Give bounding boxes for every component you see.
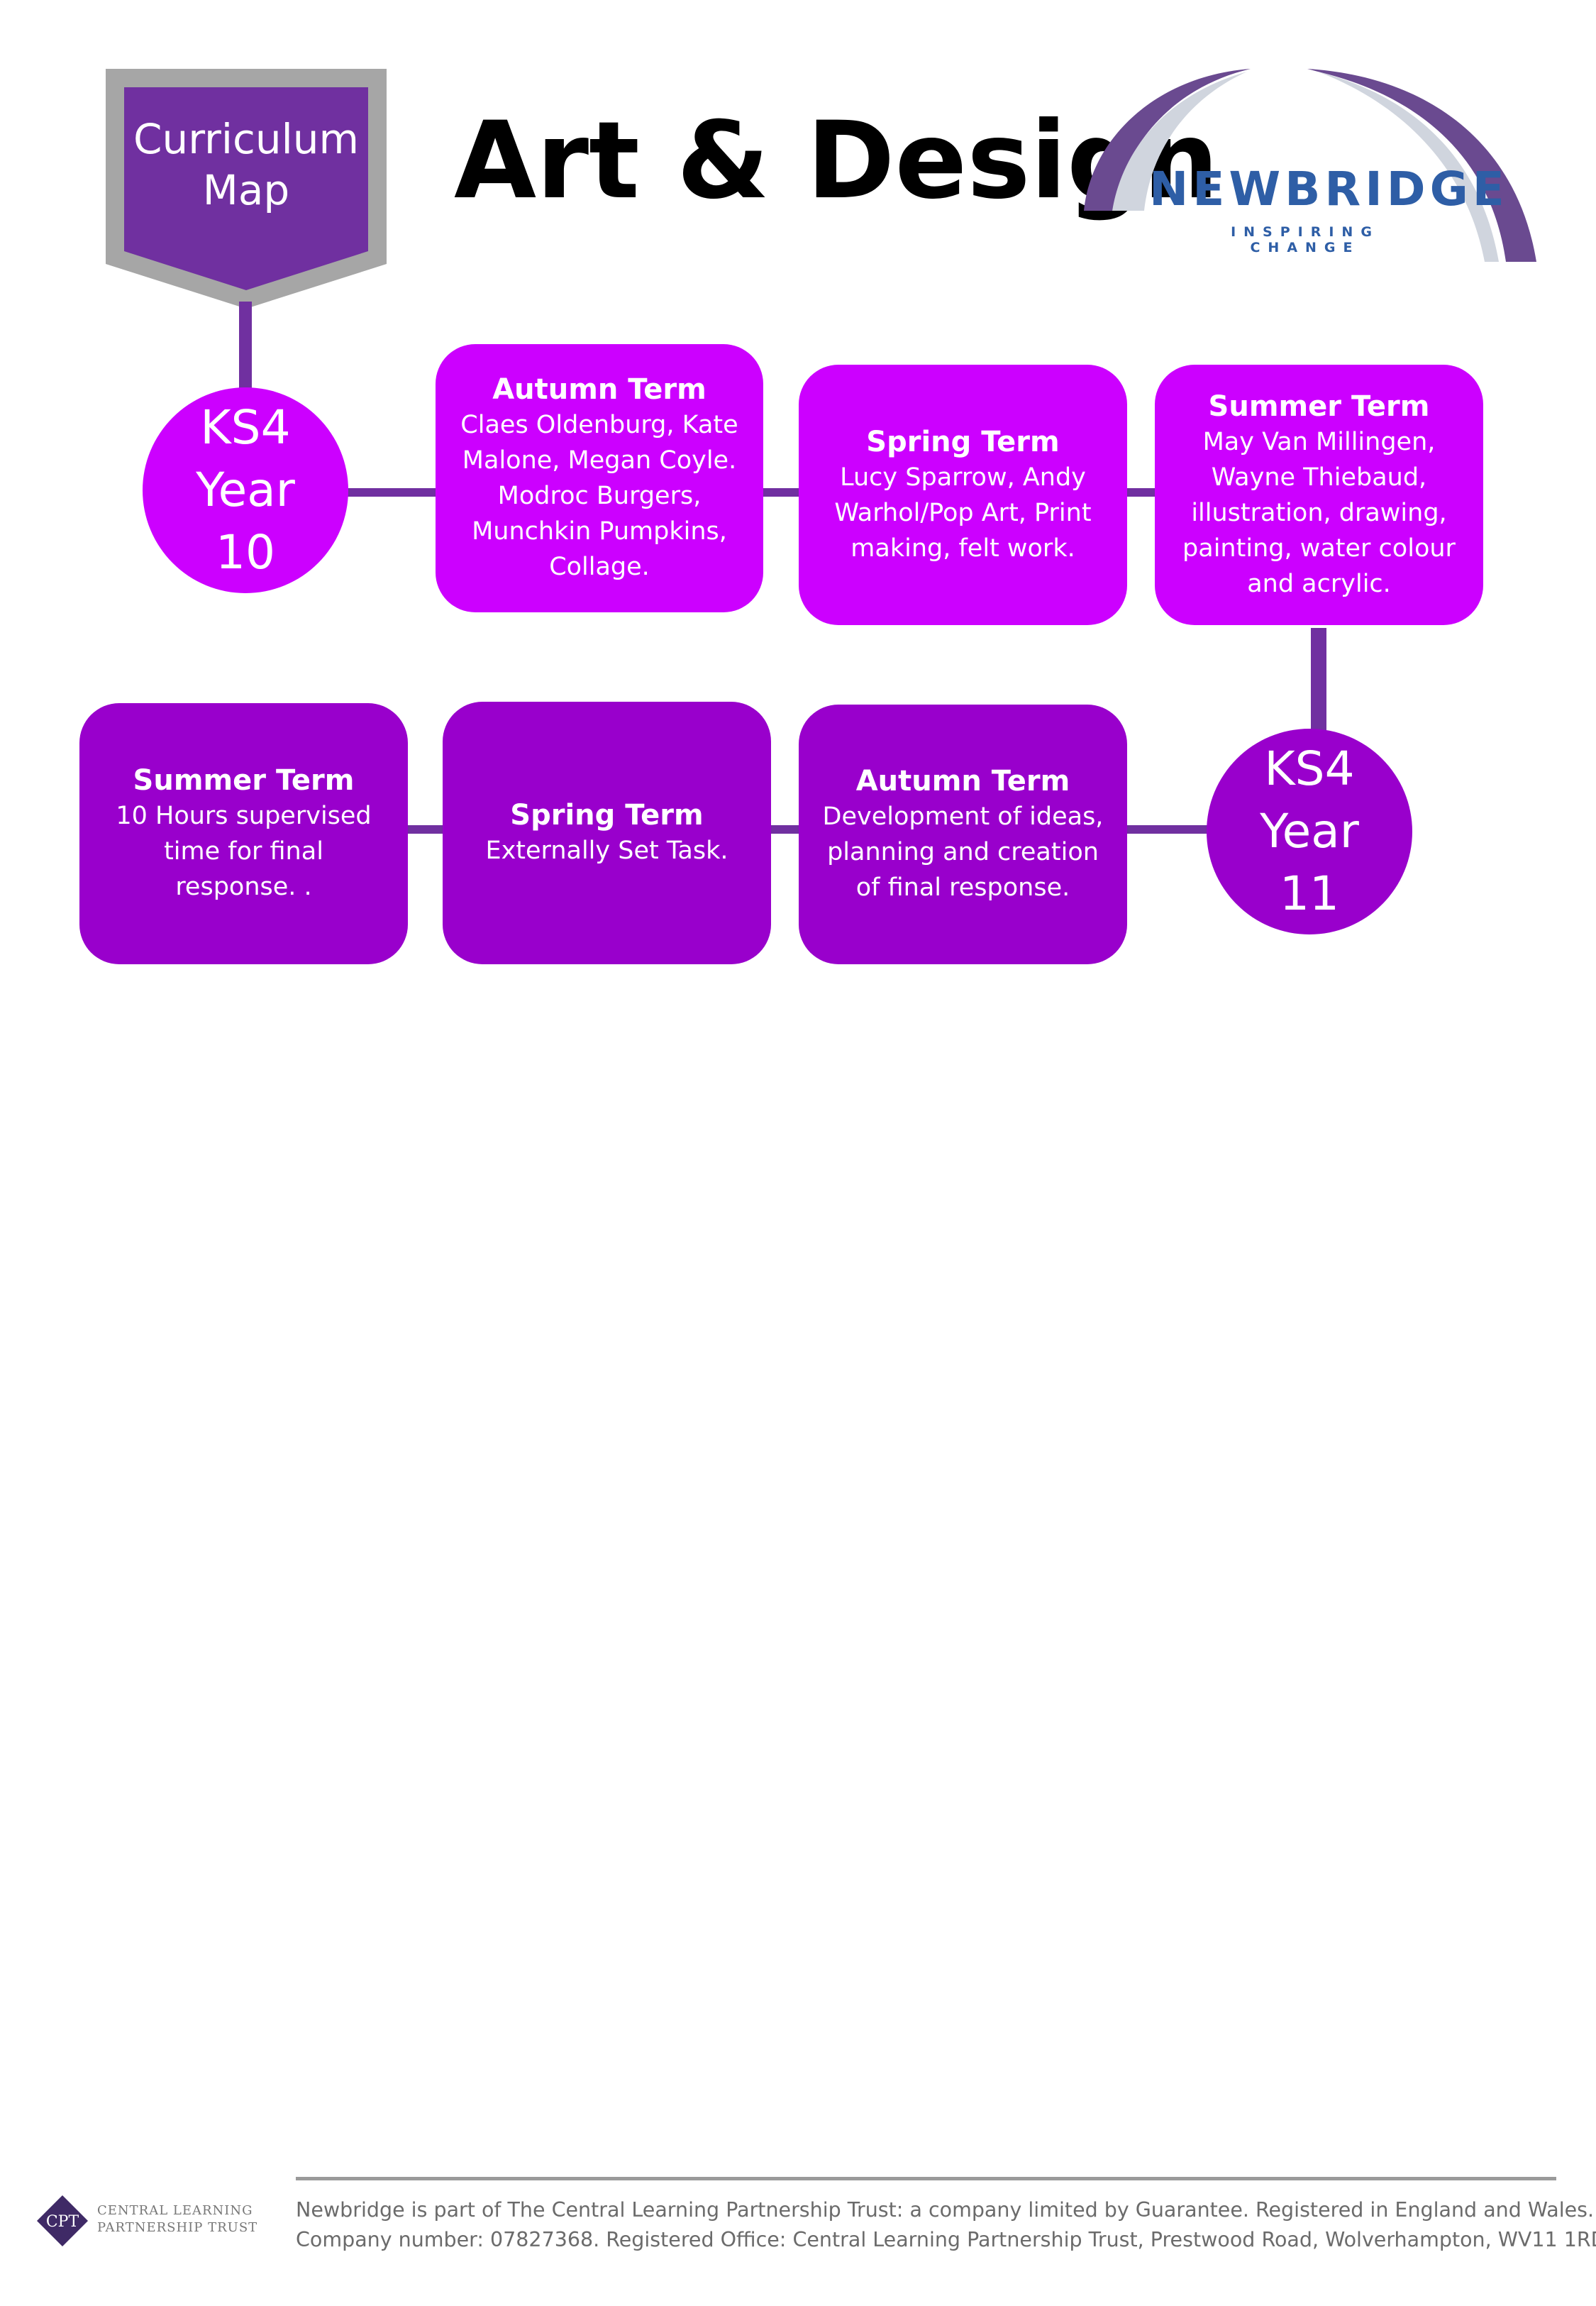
badge-connector xyxy=(239,302,252,394)
year10-spring-term: Spring Term Lucy Sparrow, Andy Warhol/Po… xyxy=(799,365,1127,625)
badge-label: Curriculum Map xyxy=(106,114,387,216)
term-body: 10 Hours supervised time for final respo… xyxy=(116,802,372,901)
curriculum-map-badge xyxy=(106,69,387,309)
year10-autumn-term: Autumn Term Claes Oldenburg, Kate Malone… xyxy=(436,344,763,612)
term-body: Claes Oldenburg, Kate Malone, Megan Coyl… xyxy=(460,411,738,581)
footer-line2: Company number: 07827368. Registered Off… xyxy=(296,2228,1596,2251)
badge-line1: Curriculum xyxy=(133,115,360,163)
svg-text:CPT: CPT xyxy=(46,2213,79,2231)
year11-circle: KS4 Year 11 xyxy=(1207,729,1412,934)
term-heading: Summer Term xyxy=(1208,390,1430,423)
term-heading: Autumn Term xyxy=(855,765,1070,798)
circle-ks: KS4 xyxy=(1264,741,1355,796)
term-body: Lucy Sparrow, Andy Warhol/Pop Art, Print… xyxy=(834,463,1092,563)
trust-logo-icon: CPT xyxy=(37,2195,88,2246)
year10-summer-term: Summer Term May Van Millingen, Wayne Thi… xyxy=(1155,365,1483,625)
term-body: Development of ideas, planning and creat… xyxy=(822,802,1104,902)
logo-name: NEWBRIDGE xyxy=(1149,162,1509,216)
term-heading: Summer Term xyxy=(133,764,355,797)
circle-year-number: 11 xyxy=(1280,866,1339,921)
year10-circle: KS4 Year 10 xyxy=(143,387,348,593)
trust-logo-line2: PARTNERSHIP TRUST xyxy=(97,2220,258,2235)
circle-year: Year xyxy=(1260,804,1359,859)
term-body: Externally Set Task. xyxy=(485,837,728,865)
footer-line1: Newbridge is part of The Central Learnin… xyxy=(296,2198,1595,2222)
year11-summer-term: Summer Term 10 Hours supervised time for… xyxy=(79,703,408,964)
year11-autumn-term: Autumn Term Development of ideas, planni… xyxy=(799,705,1127,964)
logo-tagline: INSPIRING CHANGE xyxy=(1231,224,1380,255)
badge-line2: Map xyxy=(202,166,290,214)
newbridge-logo-arch xyxy=(1084,69,1536,262)
row-connector xyxy=(1311,628,1326,731)
circle-ks: KS4 xyxy=(200,400,291,455)
term-heading: Autumn Term xyxy=(492,373,706,406)
trust-logo-text: CENTRAL LEARNING PARTNERSHIP TRUST xyxy=(97,2202,257,2236)
circle-year-number: 10 xyxy=(216,525,275,580)
footer-divider xyxy=(296,2177,1556,2180)
term-body: May Van Millingen, Wayne Thiebaud, illus… xyxy=(1182,427,1456,598)
term-heading: Spring Term xyxy=(510,799,704,832)
circle-year: Year xyxy=(196,463,295,517)
year11-spring-term: Spring Term Externally Set Task. xyxy=(443,702,771,964)
term-heading: Spring Term xyxy=(866,425,1060,458)
footer-text: Newbridge is part of The Central Learnin… xyxy=(296,2195,1596,2255)
trust-logo-line1: CENTRAL LEARNING xyxy=(97,2203,253,2218)
